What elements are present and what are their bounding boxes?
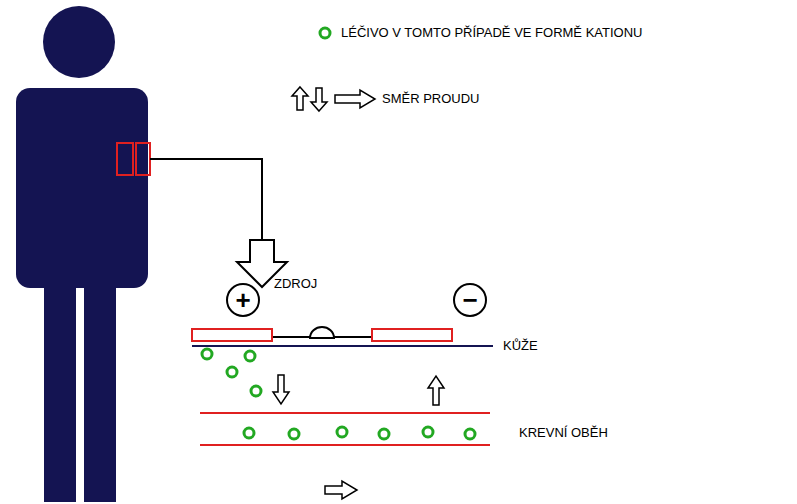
electrode-on-arm — [136, 143, 150, 175]
cation — [245, 351, 255, 361]
drug-sample — [320, 28, 330, 38]
current-arrow-down — [311, 88, 327, 111]
source-label: ZDROJ — [274, 276, 317, 292]
current-arrow-right — [335, 90, 375, 108]
skin-label: KŮŽE — [503, 338, 538, 354]
cation — [423, 427, 433, 437]
current-arrow-up — [292, 87, 308, 110]
cation — [379, 429, 389, 439]
drug-cations — [202, 349, 261, 396]
blood-label: KREVNÍ OBĚH — [519, 425, 608, 441]
cation — [289, 429, 299, 439]
anode-symbol: + — [226, 283, 260, 317]
symbol-text: + — [235, 287, 250, 313]
cation — [337, 427, 347, 437]
skin-line — [192, 345, 493, 347]
cation — [202, 349, 212, 359]
person-leg — [44, 270, 76, 502]
cation — [251, 386, 261, 396]
vessel-wall — [200, 412, 490, 414]
person-leg — [84, 270, 116, 502]
electrode-on-arm — [117, 143, 133, 175]
current-arrow-down — [273, 375, 289, 404]
cation — [227, 367, 237, 377]
cathode-symbol: − — [453, 283, 487, 317]
leader-line — [150, 159, 262, 240]
cation — [244, 428, 254, 438]
current-arrow-up — [428, 376, 444, 405]
person-torso — [16, 88, 148, 288]
power-source-symbol — [310, 327, 334, 338]
symbol-text: − — [462, 287, 477, 313]
cation — [465, 429, 475, 439]
cathode-electrode — [372, 329, 452, 341]
drug-cations-in-blood — [244, 427, 475, 439]
blood-flow-arrow — [325, 481, 357, 499]
person-head — [43, 6, 115, 78]
anode-electrode — [192, 329, 272, 341]
person-silhouette — [16, 6, 148, 502]
legend-text: LÉČIVO V TOMTO PŘÍPADĚ VE FORMĚ KATIONU — [341, 25, 642, 41]
vessel-wall — [200, 444, 490, 446]
legend-text: SMĚR PROUDU — [382, 91, 480, 107]
